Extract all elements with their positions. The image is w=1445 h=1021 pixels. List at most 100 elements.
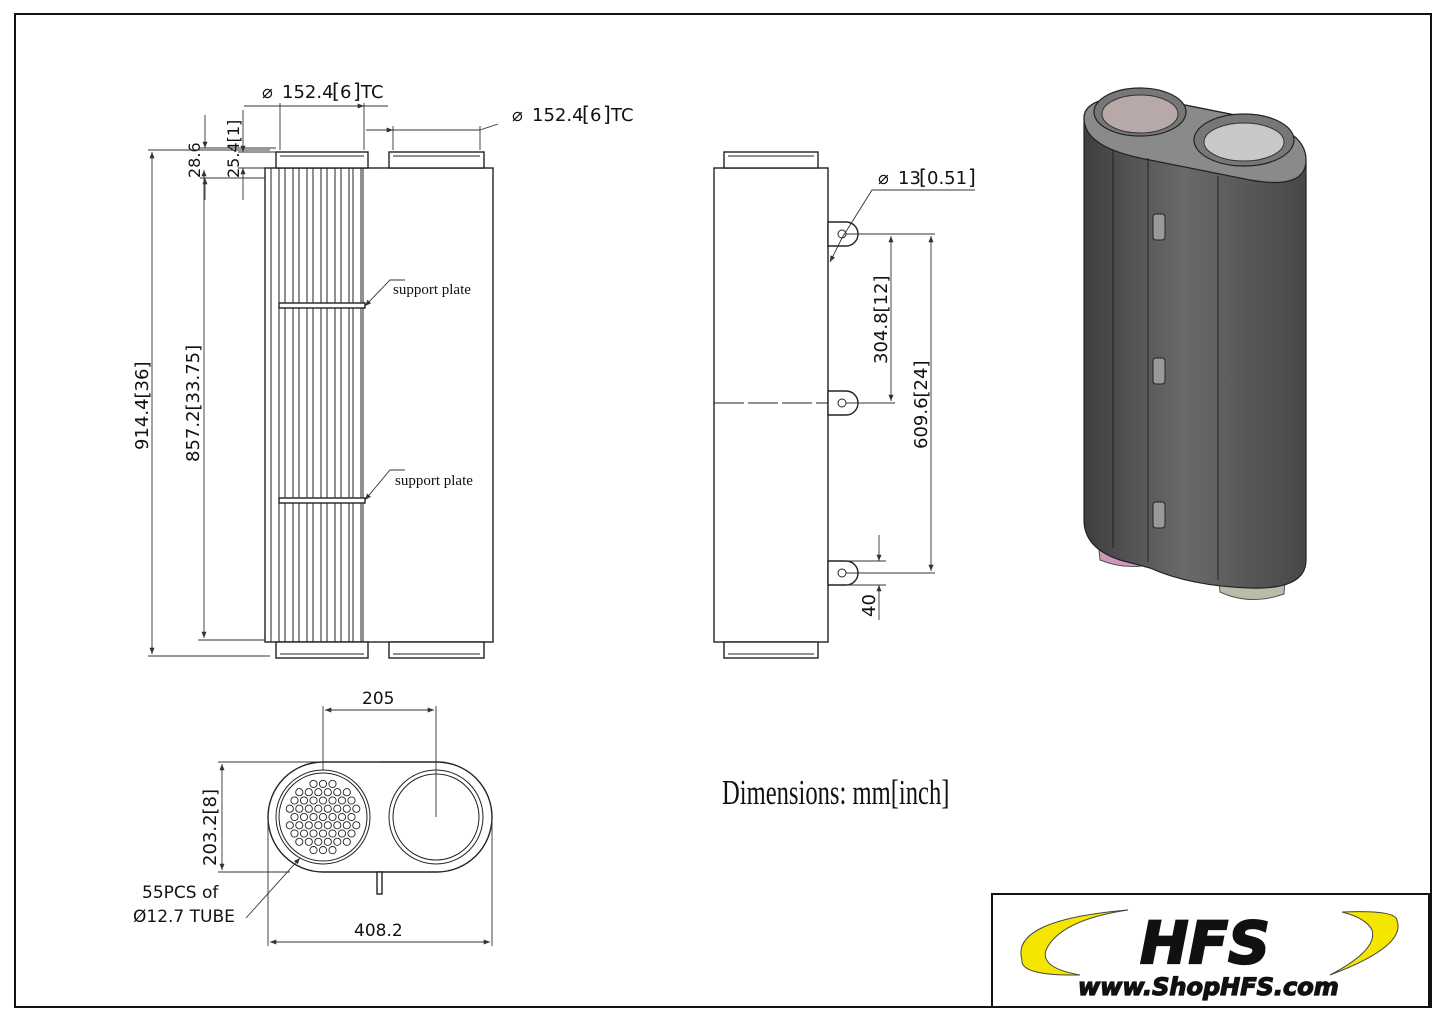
tube-hole xyxy=(309,796,318,805)
outlet-dia-suffix: TC xyxy=(610,105,634,126)
mount-hole-symbol: ⌀ xyxy=(878,168,889,189)
iso-outlet-bore xyxy=(1203,122,1285,162)
bracket-span-dim: 609.6[24] xyxy=(911,361,932,450)
svg-text:]: ] xyxy=(968,165,976,189)
support-plate-label-upper: support plate xyxy=(393,282,471,298)
inlet-dia-symbol: ⌀ xyxy=(262,82,273,103)
support-plate-upper xyxy=(278,302,366,309)
bracket-offset-dim: 40 xyxy=(859,594,880,617)
tube-hole xyxy=(295,821,304,830)
tube-hole xyxy=(333,821,342,830)
top-view: 205 203.2[8] 408.2 55PCS of Ø12.7 TUBE xyxy=(133,689,493,946)
tube-hole xyxy=(323,837,332,846)
tube-hole xyxy=(333,788,342,797)
tube-hole xyxy=(342,788,351,797)
mount-bracket-middle xyxy=(827,390,859,416)
tube-hole xyxy=(347,796,356,805)
tube-hole xyxy=(290,796,299,805)
units-note: Dimensions: mm[inch] xyxy=(722,774,949,812)
front-outlet-flange-bottom xyxy=(388,641,485,659)
tube-hole xyxy=(314,788,323,797)
top-mount-stub xyxy=(376,871,383,895)
isometric-view xyxy=(1083,87,1307,601)
mount-bracket-top xyxy=(827,221,859,247)
tube-hole xyxy=(304,837,313,846)
tube-hole xyxy=(337,829,347,838)
flange-height-dim: 28.6 xyxy=(185,142,204,178)
tube-hole xyxy=(285,821,294,830)
drawing-frame xyxy=(14,13,1432,1008)
center-distance-dim: 205 xyxy=(362,689,394,709)
tube-hole xyxy=(314,804,323,813)
svg-text:]: ] xyxy=(353,79,361,103)
tube-hole xyxy=(333,804,342,813)
tube-hole xyxy=(318,779,328,788)
tube-hole xyxy=(347,829,356,838)
tube-hole xyxy=(333,837,342,846)
tube-hole xyxy=(285,804,294,813)
tube-hole xyxy=(299,812,309,822)
support-plate-lower xyxy=(278,497,366,504)
tube-hole xyxy=(328,812,337,822)
front-tube-bundle xyxy=(270,167,362,643)
logo-swoosh-right xyxy=(1329,911,1399,976)
tube-hole xyxy=(318,829,328,838)
tube-hole xyxy=(337,796,347,805)
tube-hole xyxy=(309,812,318,822)
top-width-dim: 408.2 xyxy=(354,921,403,941)
side-flange-top xyxy=(723,151,819,169)
svg-text:[: [ xyxy=(919,165,927,189)
tube-hole xyxy=(304,788,313,797)
logo-brand: HFS xyxy=(1140,909,1270,977)
tube-hole xyxy=(323,804,332,813)
logo-frame xyxy=(991,893,1430,1008)
logo-block: HFS www.ShopHFS.com xyxy=(991,893,1430,1008)
iso-bracket-bottom xyxy=(1152,501,1166,529)
bracket-spacing-dim: 304.8[12] xyxy=(871,276,892,365)
front-inlet-flange-bottom xyxy=(275,641,369,659)
inlet-dia-value: 152.4 xyxy=(282,82,334,103)
tube-hole xyxy=(318,796,328,805)
inlet-dia-inch: 6 xyxy=(340,82,351,103)
tube-hole xyxy=(328,829,337,838)
top-depth-dim: 203.2[8] xyxy=(200,789,221,866)
front-view: support plate support plate ⌀ 152.4 [ 6 … xyxy=(132,79,634,659)
tube-hole xyxy=(290,812,299,822)
logo-swoosh-left xyxy=(1020,909,1129,976)
tube-hole xyxy=(309,779,318,788)
tube-hole xyxy=(304,804,313,813)
tube-hole xyxy=(323,788,332,797)
tube-holes xyxy=(285,779,361,855)
iso-inlet-core xyxy=(1101,94,1179,134)
tube-hole xyxy=(342,804,351,813)
side-body xyxy=(713,167,829,643)
tube-hole xyxy=(309,846,318,855)
tube-hole xyxy=(309,829,318,838)
flange-gap-dim: 25.4[1] xyxy=(224,120,243,178)
tube-hole xyxy=(352,804,361,813)
tube-hole xyxy=(328,796,337,805)
logo-website: www.ShopHFS.com xyxy=(1078,973,1339,1001)
tube-hole xyxy=(314,837,323,846)
tube-note-line2: Ø12.7 TUBE xyxy=(133,907,235,927)
tube-hole xyxy=(304,821,313,830)
tube-hole xyxy=(342,821,351,830)
tube-hole xyxy=(295,788,304,797)
tube-note-line1: 55PCS of xyxy=(142,883,219,903)
svg-text:[: [ xyxy=(332,79,340,103)
tube-hole xyxy=(299,796,309,805)
tube-hole xyxy=(347,812,356,822)
outlet-dia-inch: 6 xyxy=(590,105,601,126)
tube-hole xyxy=(352,821,361,830)
svg-text:]: ] xyxy=(603,102,611,126)
tube-hole xyxy=(318,846,328,855)
mount-hole-inch: 0.51 xyxy=(927,168,967,189)
tube-hole xyxy=(328,779,337,788)
mount-hole-value: 13 xyxy=(898,168,921,189)
side-view: ⌀ 13 [ 0.51 ] 304.8[12] 609.6[24] 40 xyxy=(713,151,976,659)
tube-hole xyxy=(323,821,332,830)
tube-hole xyxy=(342,837,351,846)
iso-bracket-top xyxy=(1152,213,1166,241)
overall-height-dim: 914.4[36] xyxy=(132,362,153,451)
